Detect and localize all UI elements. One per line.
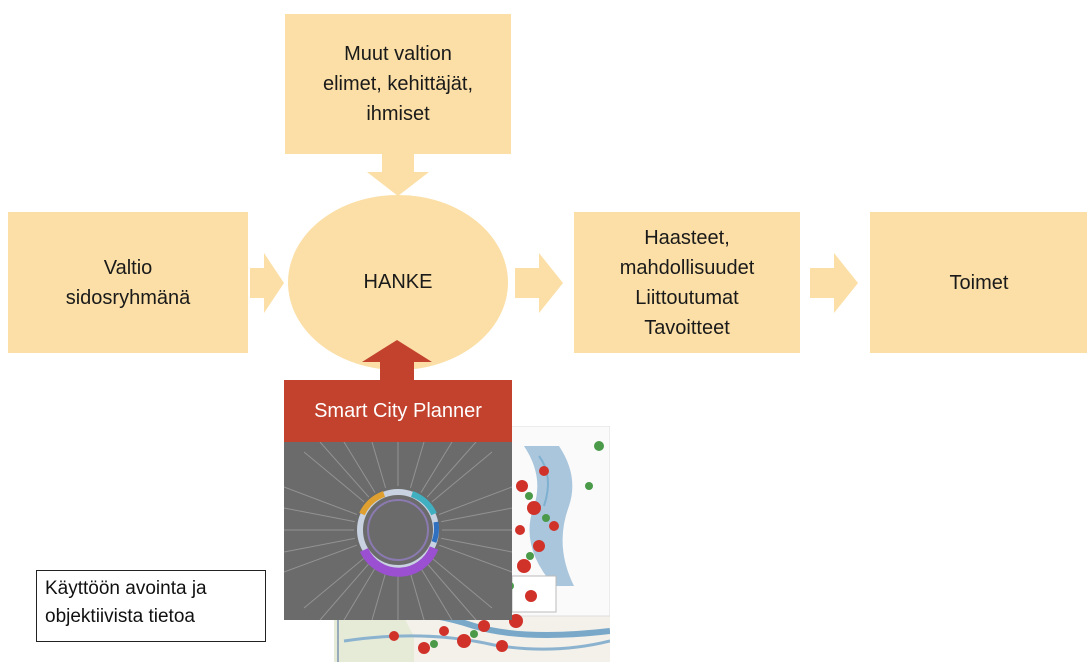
node-challenges-line-1: Haasteet, xyxy=(644,226,730,249)
open-data-note: Käyttöön avointa ja objektiivista tietoa xyxy=(36,570,266,642)
open-data-note-line-2: objektiivista tietoa xyxy=(45,606,195,627)
node-actions-label: Toimet xyxy=(949,271,1009,294)
smart-city-planner-label: Smart City Planner xyxy=(284,380,512,442)
node-other-actors-line-2: elimet, kehittäjät, xyxy=(322,73,474,95)
arrow-top-to-center xyxy=(367,152,429,196)
arrow-challenges-to-actions xyxy=(810,253,858,313)
node-state-line-1: Valtio xyxy=(103,256,153,279)
node-state-line-2: sidosryhmänä xyxy=(65,286,191,309)
node-challenges: Haasteet, mahdollisuudet Liittoutumat Ta… xyxy=(574,212,800,353)
node-other-actors-line-3: ihmiset xyxy=(366,103,430,125)
node-actions: Toimet xyxy=(870,212,1087,353)
node-challenges-line-2: mahdollisuudet xyxy=(619,256,755,279)
open-data-note-line-1: Käyttöön avointa ja xyxy=(45,578,207,599)
network-visualization-image xyxy=(284,442,512,620)
node-other-actors: Muut valtion elimet, kehittäjät, ihmiset xyxy=(285,14,511,154)
smart-city-planner-text: Smart City Planner xyxy=(314,399,482,422)
node-challenges-line-3: Liittoutumat xyxy=(635,286,739,309)
node-challenges-line-4: Tavoitteet xyxy=(644,316,730,339)
node-other-actors-line-1: Muut valtion xyxy=(344,43,452,65)
node-state-stakeholder: Valtio sidosryhmänä xyxy=(8,212,248,353)
arrow-left-to-center xyxy=(250,253,284,313)
node-project-label: HANKE xyxy=(363,271,433,293)
arrow-tool-to-center xyxy=(362,340,432,382)
arrow-center-to-challenges xyxy=(515,253,563,313)
